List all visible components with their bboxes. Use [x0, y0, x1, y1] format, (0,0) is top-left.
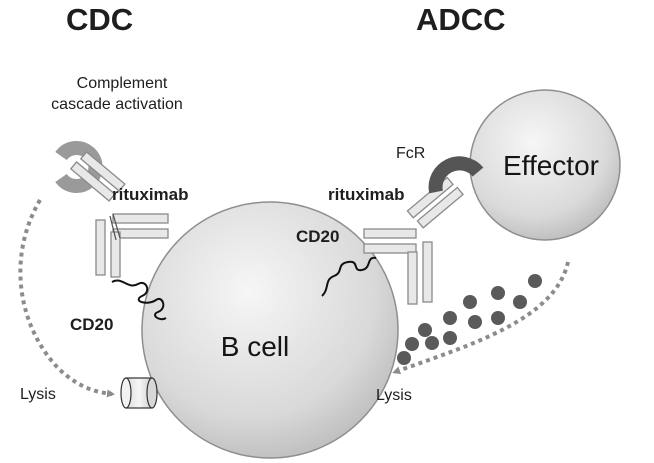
cd20-label-right: CD20 [296, 227, 339, 246]
cd20-label-left: CD20 [70, 315, 113, 334]
rituximab-label-left: rituximab [112, 185, 189, 204]
lysis-label-left: Lysis [20, 386, 56, 403]
granule [468, 315, 482, 329]
granule [425, 336, 439, 350]
adcc-heading: ADCC [416, 2, 506, 37]
effector-label: Effector [503, 150, 599, 181]
complement-label: Complement [77, 75, 168, 92]
granule [491, 286, 505, 300]
lysis-label-right: Lysis [376, 387, 412, 404]
granule [418, 323, 432, 337]
fcr-label: FcR [396, 145, 425, 162]
fc-receptor [428, 156, 484, 194]
granule [491, 311, 505, 325]
granule [463, 295, 477, 309]
cdc-lysis-arrow [18, 198, 115, 398]
granule [513, 295, 527, 309]
granule [397, 351, 411, 365]
cdc-heading: CDC [66, 2, 133, 37]
cd20-left [111, 279, 167, 321]
granule [528, 274, 542, 288]
adcc-lysis-arrow [392, 261, 570, 375]
rituximab-label-right: rituximab [328, 185, 405, 204]
b-cell-label: B cell [221, 331, 289, 362]
complement-label-line2: cascade activation [51, 96, 183, 113]
granule [443, 311, 457, 325]
mac-pore [120, 377, 158, 409]
cd20-right [321, 256, 377, 297]
granule [443, 331, 457, 345]
granules [397, 274, 542, 365]
granule [405, 337, 419, 351]
b-cell [141, 201, 399, 459]
antibody-left [69, 151, 169, 278]
